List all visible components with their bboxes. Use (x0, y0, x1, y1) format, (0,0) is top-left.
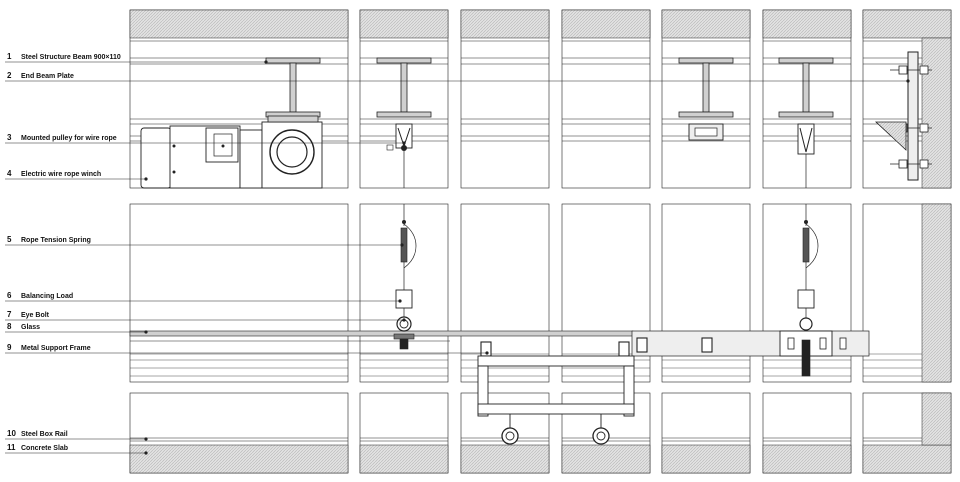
legend-label: Metal Support Frame (21, 345, 91, 352)
metal-support-frame (477, 355, 635, 445)
legend-label: Steel Box Rail (21, 431, 68, 438)
top-slab-hatch (762, 9, 852, 39)
legend-label: Rope Tension Spring (21, 237, 91, 244)
leader-dot (402, 318, 406, 322)
top-slab-hatch (460, 9, 550, 39)
leader-dot (144, 177, 148, 181)
section-panels (129, 9, 952, 474)
panel (460, 9, 550, 189)
leader-dot (144, 437, 148, 441)
panel (561, 9, 651, 189)
top-slab-hatch (561, 9, 651, 39)
legend-label: Electric wire rope winch (21, 171, 101, 178)
glass-clip (618, 341, 630, 357)
legend-number: 6 (7, 291, 12, 300)
legend-number: 10 (7, 429, 16, 438)
leader-dot (144, 330, 148, 334)
legend-label: Eye Bolt (21, 312, 50, 319)
i-beam (376, 57, 432, 118)
bottom-slab-hatch (762, 444, 852, 474)
legend-number: 3 (7, 133, 12, 142)
glass-clip (636, 337, 648, 353)
legend-number: 11 (7, 443, 16, 452)
wall-hatch (921, 203, 952, 383)
legend-label: Glass (21, 324, 40, 331)
glass-frame (631, 330, 870, 357)
glass-pane (129, 330, 634, 337)
top-slab-hatch (862, 9, 952, 39)
legend-number: 8 (7, 322, 12, 331)
i-beam (778, 57, 834, 118)
legend-number: 5 (7, 235, 12, 244)
leader-dot (144, 451, 148, 455)
legend-number: 1 (7, 52, 12, 61)
top-slab-hatch (661, 9, 751, 39)
legend-label: Concrete Slab (21, 445, 68, 452)
legend-label: End Beam Plate (21, 73, 74, 80)
legend-label: Mounted pulley for wire rope (21, 135, 117, 142)
bottom-slab-hatch (460, 444, 550, 474)
legend-number: 2 (7, 71, 12, 80)
legend-number: 4 (7, 169, 12, 178)
bottom-slab-hatch (561, 444, 651, 474)
legend-label: Balancing Load (21, 293, 73, 300)
panel (129, 203, 349, 383)
bottom-slab-hatch (359, 444, 449, 474)
legend-label: Steel Structure Beam 900×110 (21, 54, 121, 61)
pulley-bracket (688, 123, 724, 141)
leader-dot (402, 141, 406, 145)
legend-number: 9 (7, 343, 12, 352)
bottom-slab-hatch (129, 444, 349, 474)
wire-rope (393, 150, 417, 350)
wall-hatch (921, 392, 952, 446)
leader-dot (400, 243, 404, 247)
i-beam (678, 57, 734, 118)
pulley (797, 123, 815, 155)
leader-dot (906, 79, 910, 83)
panel (460, 203, 550, 383)
end-beam-plate (874, 51, 932, 181)
legend-number: 7 (7, 310, 12, 319)
bottom-slab-hatch (862, 444, 952, 474)
leader-dot (264, 60, 268, 64)
details (140, 51, 932, 445)
leader-lines (5, 60, 910, 455)
legend: 1 Steel Structure Beam 900×110 2 End Beam P… (7, 52, 121, 452)
leader-dot (485, 351, 489, 355)
glass-clip (701, 337, 713, 353)
bottom-slab-hatch (661, 444, 751, 474)
wire-rope (779, 154, 847, 377)
leader-dot (398, 299, 402, 303)
pulley (386, 123, 413, 151)
top-slab-hatch (129, 9, 349, 39)
top-slab-hatch (359, 9, 449, 39)
